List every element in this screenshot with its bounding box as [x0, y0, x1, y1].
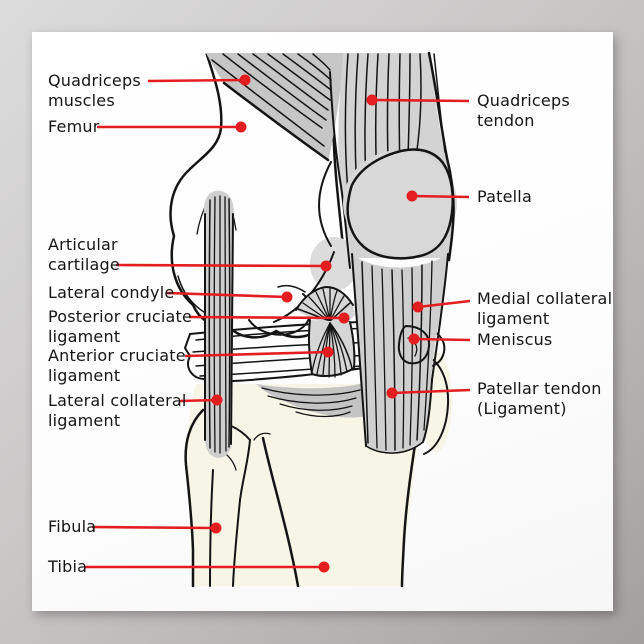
label-quadriceps-muscles: Quadriceps muscles: [48, 71, 141, 110]
label-femur: Femur: [48, 117, 100, 136]
label-articular-cartilage: Articular cartilage: [48, 235, 120, 274]
label-patellar-tendon: Patellar tendon (Ligament): [477, 379, 602, 418]
label-posterior-cruciate-ligament: Posterior cruciate ligament: [48, 307, 193, 346]
label-lateral-condyle: Lateral condyle: [48, 283, 175, 302]
label-patella: Patella: [477, 187, 532, 206]
label-medial-collateral-ligament: Medial collateral ligament: [477, 289, 613, 328]
label-meniscus: Meniscus: [477, 330, 553, 349]
label-fibula: Fibula: [48, 517, 97, 536]
label-tibia: Tibia: [48, 557, 88, 576]
label-quadriceps-tendon: Quadriceps tendon: [477, 91, 570, 130]
label-anterior-cruciate-ligament: Anterior cruciate ligament: [48, 346, 186, 385]
label-lateral-collateral-ligament: Lateral collateral ligament: [48, 391, 187, 430]
